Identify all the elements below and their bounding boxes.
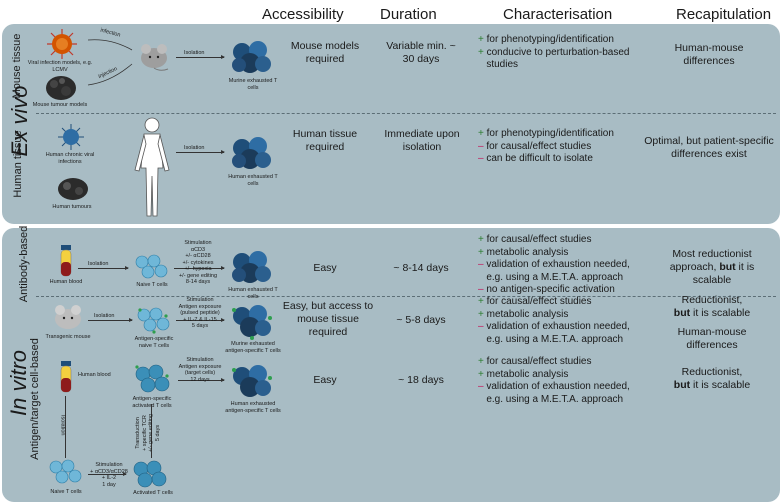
viral-model-text: Viral infection models, e.g. LCMV <box>27 60 93 73</box>
murine-antigen-exhausted-icon <box>232 305 272 340</box>
mouse-tumour-icon <box>46 76 76 100</box>
antigen-stim2-block: Stimulation Antigen exposure (target cel… <box>178 357 222 383</box>
mouse-characterisation: + for phenotyping/identification + condu… <box>478 34 630 71</box>
antigen2-recapitulation: Reductionist, but it is scalable <box>673 366 751 391</box>
antigen-isolation-arrow <box>88 318 133 322</box>
naive-t-cells-text-2: Naive T cells <box>50 489 82 495</box>
antigen-naive-text: Antigen-specific naive T cells <box>134 336 174 349</box>
antigen2-duration: ~ 18 days <box>398 374 444 386</box>
antibody-stim-block: Stimulation αCD3 +/- αCD28 +/- cytokines… <box>178 240 218 285</box>
human-tissue-label: Human tissue <box>12 130 24 198</box>
header-accessibility: Accessibility <box>262 6 344 23</box>
activated-t-cells-icon <box>133 460 167 488</box>
vertical-isolation-line <box>65 396 66 458</box>
human-recapitulation: Optimal, but patient-specific difference… <box>644 135 774 160</box>
naive-to-activated-arrow <box>88 472 127 476</box>
naive-t-cells-icon <box>135 254 168 279</box>
transgenic-mouse-icon <box>55 305 81 329</box>
mouse-recapitulation: Human-mouse differences <box>674 42 744 67</box>
antigen1-recapitulation: Reductionist, but it is scalable Human-m… <box>673 294 751 351</box>
antigen-isolation-text: Isolation <box>94 313 115 319</box>
human-body-icon <box>134 117 170 217</box>
human-accessibility: Human tissue required <box>292 128 358 153</box>
antigen-stim1-arrow <box>176 318 225 322</box>
antigen-based-label: Antigen/target cell-based <box>29 338 41 460</box>
human-duration: Immediate upon isolation <box>384 128 460 153</box>
antigen2-characterisation: + for causal/effect studies + metabolic … <box>478 356 630 405</box>
antibody-isolation-arrow <box>78 266 129 270</box>
transduction-arrow <box>151 404 152 458</box>
in-vitro-panel <box>2 228 780 502</box>
murine-exhausted-text: Murine exhausted T cells <box>228 78 278 91</box>
antigen2-accessibility: Easy <box>313 374 337 386</box>
human-exhausted-cells-icon <box>232 137 271 169</box>
mouse-isolation-text: Isolation <box>184 50 205 56</box>
stim3-block: Stimulation + αCD3/αCD28 + IL-2 1 day <box>90 462 128 488</box>
antigen1-characterisation: + for causal/effect studies + metabolic … <box>478 296 630 345</box>
mouse-icon <box>141 44 169 71</box>
human-isolation-arrow <box>176 150 225 154</box>
human-virus-icon <box>58 124 84 150</box>
vertical-isolation-text: Isolation <box>59 415 66 436</box>
antibody-blood-text: Human blood <box>49 279 83 285</box>
antibody-duration: ~ 8-14 days <box>393 262 449 274</box>
header-recapitulation: Recapitulation <box>676 6 772 23</box>
naive-t-cells-icon-2 <box>49 459 82 484</box>
murine-exhausted-cells-icon <box>232 41 271 73</box>
ex-vivo-divider <box>36 113 776 114</box>
antigen-activated-cells-icon <box>135 364 170 393</box>
antibody-characterisation: + for causal/effect studies + metabolic … <box>478 234 630 296</box>
antibody-exhausted-cells-icon <box>232 251 271 283</box>
mouse-duration: Variable min. ~ 30 days <box>386 40 456 65</box>
antigen1-duration: ~ 5-8 days <box>396 314 446 326</box>
antigen-naive-cells-icon <box>137 307 170 334</box>
in-vitro-divider <box>36 296 776 297</box>
human-viral-text: Human chronic viral infections <box>45 152 95 165</box>
mouse-accessibility: Mouse models required <box>290 40 360 65</box>
mouse-isolation-arrow <box>176 55 225 59</box>
antibody-based-label: Antibody-based <box>18 225 30 303</box>
human-isolation-text: Isolation <box>184 145 205 151</box>
header-duration: Duration <box>380 6 437 23</box>
virus-icon <box>47 29 77 59</box>
naive-t-cells-text: Naive T cells <box>136 282 168 288</box>
header-characterisation: Characterisation <box>503 6 613 23</box>
antigen1-accessibility: Easy, but access to mouse tissue require… <box>282 300 374 338</box>
antigen-blood-text: Human blood <box>78 372 111 378</box>
transduction-block: Transduction + specific TCR +/- gene edi… <box>135 413 161 453</box>
antibody-stim-arrow <box>174 266 225 270</box>
transgenic-mouse-text: Transgenic mouse <box>45 334 91 340</box>
mouse-arrows <box>87 39 133 86</box>
antigen-stim2-arrow <box>178 378 225 382</box>
human-antigen-exhausted-text: Human exhausted antigen-specific T cells <box>225 401 281 414</box>
antibody-exhausted-text: Human exhausted T cells <box>228 287 278 300</box>
antibody-isolation-text: Isolation <box>88 261 109 267</box>
murine-antigen-exhausted-text: Murine exhausted antigen-specific T cell… <box>225 341 281 354</box>
antibody-accessibility: Easy <box>313 262 337 274</box>
antigen-stim1-block: Stimulation Antigen exposure (pulsed pep… <box>178 297 222 329</box>
human-characterisation: + for phenotyping/identification – for c… <box>478 128 614 165</box>
human-tumour-text: Human tumours <box>52 204 92 210</box>
blood-tube-icon-2 <box>60 361 72 393</box>
activated-t-cells-text: Activated T cells <box>133 490 173 496</box>
antibody-recapitulation: Most reductionist approach, but it is sc… <box>669 248 755 286</box>
ex-vivo-panel <box>2 24 780 224</box>
blood-tube-icon <box>60 245 72 277</box>
human-antigen-exhausted-icon <box>232 365 272 397</box>
human-tumour-icon <box>58 178 88 200</box>
human-exhausted-text: Human exhausted T cells <box>228 174 278 187</box>
mouse-tumour-text: Mouse tumour models <box>32 102 88 108</box>
